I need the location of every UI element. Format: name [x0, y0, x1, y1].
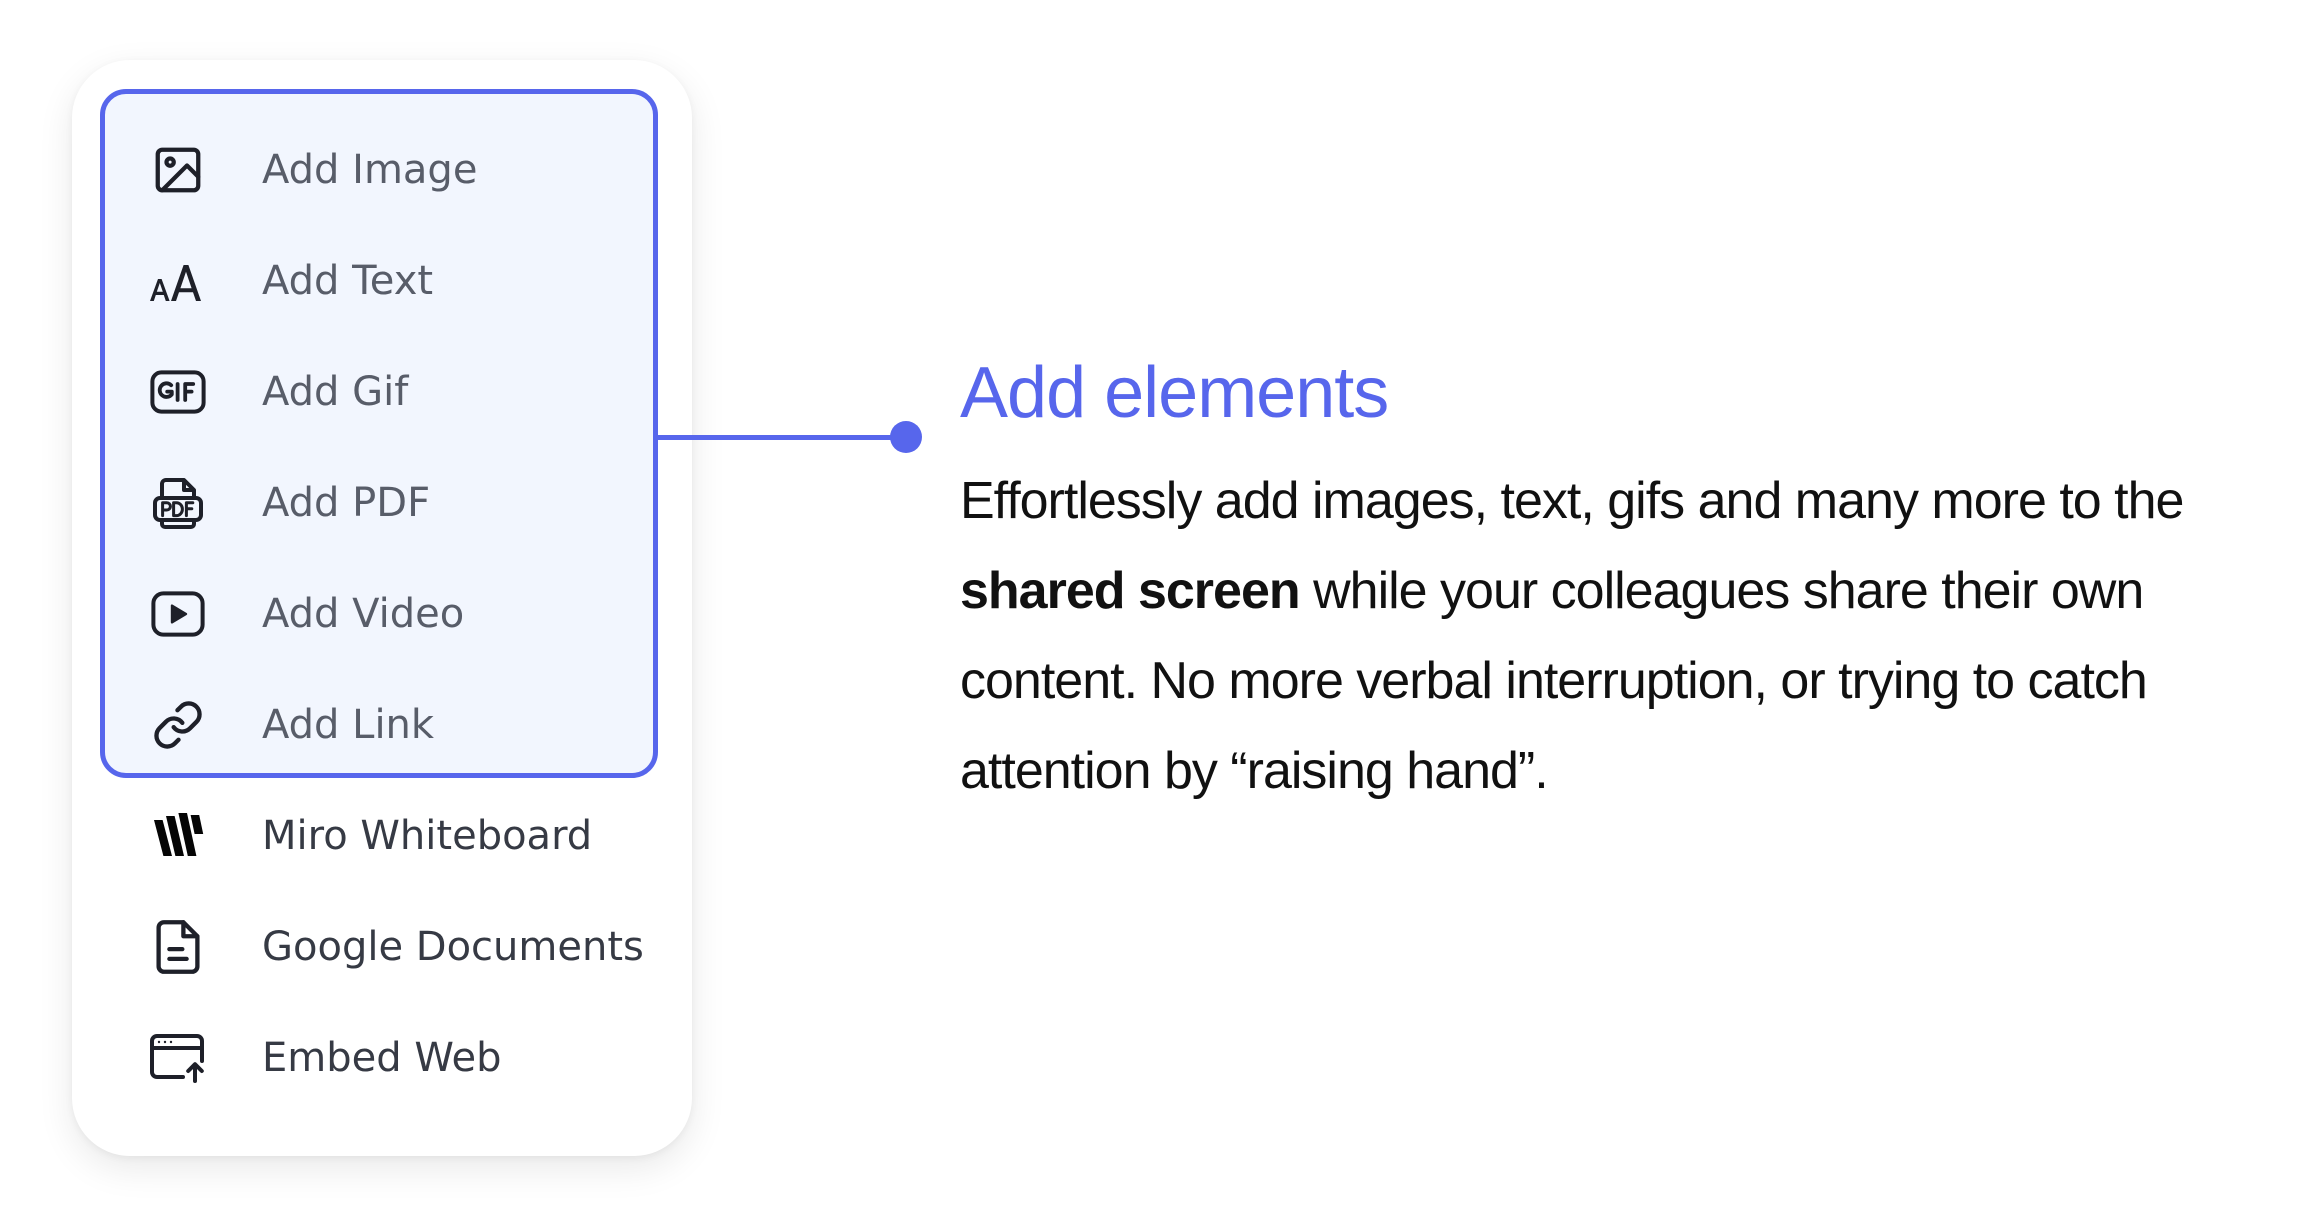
menu-item-add-image[interactable]: Add Image — [100, 120, 680, 220]
highlighted-group — [100, 89, 658, 778]
menu-item-label: Google Documents — [262, 924, 644, 970]
menu-item-label: Embed Web — [262, 1035, 502, 1081]
link-icon — [148, 695, 208, 755]
menu-item-label: Miro Whiteboard — [262, 813, 593, 859]
video-icon — [148, 584, 208, 644]
document-icon — [148, 917, 208, 977]
menu-item-label: Add Image — [262, 147, 478, 193]
menu-item-embed-web[interactable]: Embed Web — [100, 1008, 680, 1108]
menu-item-miro-whiteboard[interactable]: Miro Whiteboard — [100, 786, 680, 886]
pdf-icon — [148, 473, 208, 533]
menu-item-google-documents[interactable]: Google Documents — [100, 897, 680, 997]
menu-item-label: Add Link — [262, 702, 435, 748]
feature-description: Effortlessly add images, text, gifs and … — [960, 456, 2310, 816]
description-text: while your colleagues share their own co… — [960, 562, 2148, 800]
embed-web-icon — [148, 1028, 208, 1088]
menu-item-add-gif[interactable]: Add Gif — [100, 342, 680, 442]
feature-title: Add elements — [960, 353, 1389, 433]
connector-line — [658, 435, 902, 440]
menu-item-label: Add Video — [262, 591, 465, 637]
connector-dot — [890, 421, 922, 453]
menu-item-add-video[interactable]: Add Video — [100, 564, 680, 664]
menu-item-label: Add PDF — [262, 480, 431, 526]
description-emphasis: shared screen — [960, 562, 1301, 620]
menu-item-label: Add Gif — [262, 369, 409, 415]
menu-item-add-text[interactable]: Add Text — [100, 231, 680, 331]
text-size-icon — [148, 251, 208, 311]
description-text: Effortlessly add images, text, gifs and … — [960, 472, 2184, 530]
menu-item-add-pdf[interactable]: Add PDF — [100, 453, 680, 553]
gif-icon — [148, 362, 208, 422]
image-icon — [148, 140, 208, 200]
miro-icon — [148, 806, 208, 866]
menu-item-add-link[interactable]: Add Link — [100, 675, 680, 775]
menu-item-label: Add Text — [262, 258, 434, 304]
